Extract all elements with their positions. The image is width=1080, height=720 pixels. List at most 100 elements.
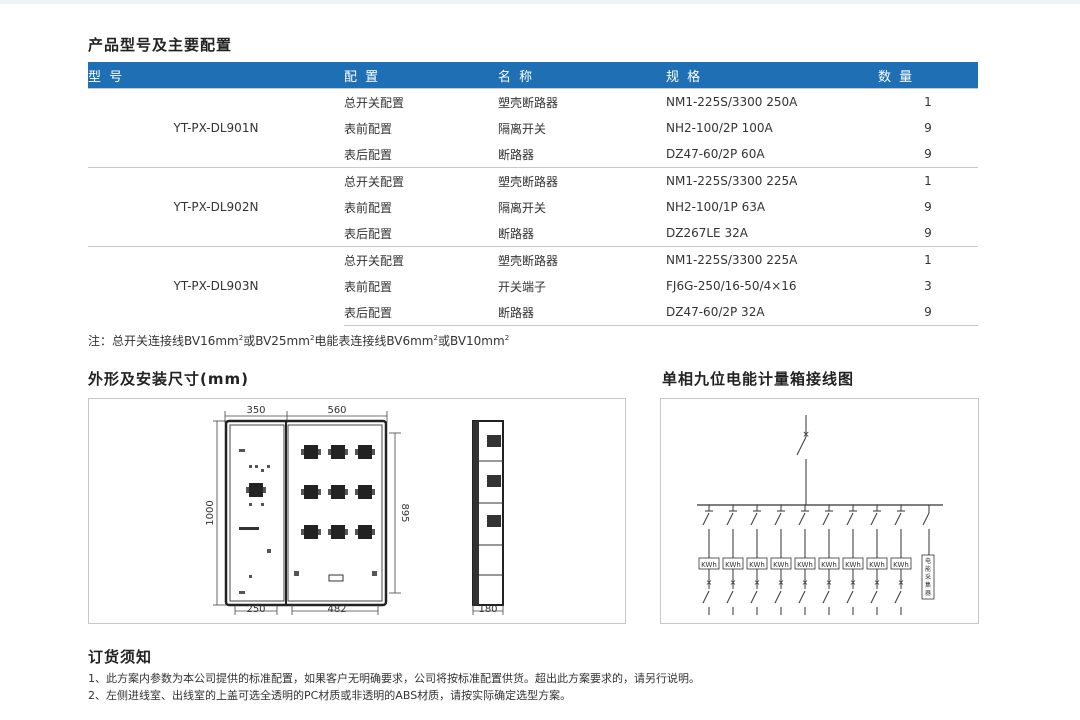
svg-text:×: × xyxy=(802,430,810,440)
table-row: 表前配置 开关端子 FJ6G-250/16-50/4×16 3 xyxy=(88,273,978,299)
kwh-meter-label: KWh xyxy=(797,561,813,569)
note-mid1: 或BV25mm xyxy=(243,334,310,348)
note-prefix: 注：总开关连接线BV16mm xyxy=(88,334,239,348)
branch-7: KWh × xyxy=(842,505,864,615)
name-cell: 断路器 xyxy=(498,299,666,326)
branch-2: KWh× xyxy=(722,505,744,615)
wiring-diagram: × KWh×KWh×KWh×KWh×KWh×KWh×KWh×KWh×KWh× 电… xyxy=(697,415,943,615)
spec-cell: NH2-100/1P 63A xyxy=(666,200,766,214)
kwh-meter-label: KWh xyxy=(821,561,837,569)
branch-3: KWh × xyxy=(746,505,768,615)
table-row: 表前配置 隔离开关 NH2-100/2P 100A 9 xyxy=(88,115,978,141)
name-cell: 断路器 xyxy=(498,147,535,162)
config-cell: 表前配置 xyxy=(344,279,393,294)
header-model: 型 号 xyxy=(88,62,344,89)
name-cell: 塑壳断路器 xyxy=(498,246,666,273)
cabinet-outline xyxy=(224,419,388,607)
table-note: 注：总开关连接线BV16mm2或BV25mm2电能表连接线BV6mm2或BV10… xyxy=(88,332,509,349)
order-note-1: 1、此方案内参数为本公司提供的标准配置，如果客户无明确要求，公司将按标准配置供货… xyxy=(88,672,700,685)
name-cell: 塑壳断路器 xyxy=(498,167,666,194)
note-sup: 2 xyxy=(238,334,244,342)
qty-cell: 9 xyxy=(924,121,932,135)
note-mid2: 电能表连接线BV6mm xyxy=(314,334,434,348)
config-cell: 总开关配置 xyxy=(344,246,498,273)
qty-cell: 9 xyxy=(924,200,932,214)
qty-cell: 1 xyxy=(878,246,978,273)
spec-cell: DZ267LE 32A xyxy=(666,226,748,240)
note-mid3: 或BV10mm xyxy=(437,334,505,348)
config-cell: 总开关配置 xyxy=(344,167,498,194)
branch-4: KWh× xyxy=(770,505,792,615)
spec-cell: DZ47-60/2P 32A xyxy=(666,299,878,326)
collector-label: 电能采集器 xyxy=(925,557,931,597)
collector-box xyxy=(921,554,935,600)
table-row: 表后配置 断路器 DZ47-60/2P 60A 9 xyxy=(88,141,978,168)
header-qty: 数 量 xyxy=(878,62,978,89)
table-row: 表后配置 断路器 DZ267LE 32A 9 xyxy=(88,220,978,247)
config-cell: 表前配置 xyxy=(344,200,393,215)
table-header-row: 型 号 配 置 名 称 规 格 数 量 xyxy=(88,62,978,89)
qty-cell: 9 xyxy=(878,299,978,326)
dim-height: 1000 xyxy=(205,500,216,525)
section-title-config: 产品型号及主要配置 xyxy=(88,36,233,54)
name-cell: 开关端子 xyxy=(498,279,547,294)
config-table: 型 号 配 置 名 称 规 格 数 量 YT-PX-DL901N 总开关配置 塑… xyxy=(88,62,978,326)
note-sup: 2 xyxy=(309,334,315,342)
kwh-meter-label: KWh xyxy=(701,561,717,569)
dim-bottom-right: 482 xyxy=(327,604,346,615)
model-cell: YT-PX-DL901N xyxy=(88,88,344,168)
svg-text:×: × xyxy=(730,578,737,587)
svg-text:×: × xyxy=(826,578,833,587)
spec-cell: NM1-225S/3300 225A xyxy=(666,167,878,194)
svg-text:×: × xyxy=(850,578,857,587)
svg-text:×: × xyxy=(802,578,809,587)
table-row: YT-PX-DL902N 总开关配置 塑壳断路器 NM1-225S/3300 2… xyxy=(88,167,978,247)
branch-6: KWh × xyxy=(818,505,840,615)
branch-1: KWh × xyxy=(698,505,720,615)
config-cell: 表后配置 xyxy=(344,226,393,241)
main-switch xyxy=(796,436,807,456)
dimension-drawing: 350 560 1000 xyxy=(205,405,504,615)
dim-depth: 180 xyxy=(478,604,497,615)
dimension-drawing-box: 350 560 1000 xyxy=(88,398,626,624)
wiring-diagram-box: × KWh×KWh×KWh×KWh×KWh×KWh×KWh×KWh×KWh× 电… xyxy=(660,398,979,624)
table-row: YT-PX-DL903N 总开关配置 塑壳断路器 NM1-225S/3300 2… xyxy=(88,246,978,326)
header-name: 名 称 xyxy=(498,62,666,89)
qty-cell: 1 xyxy=(878,88,978,115)
svg-text:×: × xyxy=(754,578,761,587)
table-row: YT-PX-DL901N 总开关配置 塑壳断路器 NM1-225S/3300 2… xyxy=(88,88,978,168)
qty-cell: 1 xyxy=(878,167,978,194)
section-title-wiring: 单相九位电能计量箱接线图 xyxy=(662,370,855,388)
top-divider xyxy=(0,0,1080,4)
spec-cell: NM1-225S/3300 225A xyxy=(666,246,878,273)
svg-text:×: × xyxy=(706,578,713,587)
spec-cell: FJ6G-250/16-50/4×16 xyxy=(666,279,797,293)
header-config: 配 置 xyxy=(344,62,498,89)
kwh-meter-label: KWh xyxy=(749,561,765,569)
branch-5: KWh × xyxy=(794,505,816,615)
name-cell: 断路器 xyxy=(498,226,535,241)
config-cell: 表后配置 xyxy=(344,299,498,326)
header-spec: 规 格 xyxy=(666,62,878,89)
branch-9: KWh× xyxy=(890,505,912,615)
section-title-dimensions: 外形及安装尺寸(mm) xyxy=(88,370,249,388)
qty-cell: 3 xyxy=(924,279,932,293)
config-cell: 表前配置 xyxy=(344,121,393,136)
name-cell: 隔离开关 xyxy=(498,200,547,215)
name-cell: 隔离开关 xyxy=(498,121,547,136)
note-sup: 2 xyxy=(433,334,438,342)
note-sup: 2 xyxy=(504,334,510,342)
model-cell: YT-PX-DL903N xyxy=(88,246,344,326)
table-row: 表后配置 断路器 DZ47-60/2P 32A 9 xyxy=(88,299,978,326)
config-cell: 表后配置 xyxy=(344,147,393,162)
kwh-meter-label: KWh xyxy=(773,561,789,569)
branch-8: KWh× xyxy=(866,505,888,615)
dim-inner-height: 895 xyxy=(399,503,410,522)
name-cell: 塑壳断路器 xyxy=(498,88,666,115)
kwh-meter-label: KWh xyxy=(845,561,861,569)
spec-cell: DZ47-60/2P 60A xyxy=(666,147,765,161)
dim-bottom-left: 250 xyxy=(246,604,265,615)
spec-cell: NH2-100/2P 100A xyxy=(666,121,773,135)
config-cell: 总开关配置 xyxy=(344,88,498,115)
svg-text:×: × xyxy=(874,578,881,587)
